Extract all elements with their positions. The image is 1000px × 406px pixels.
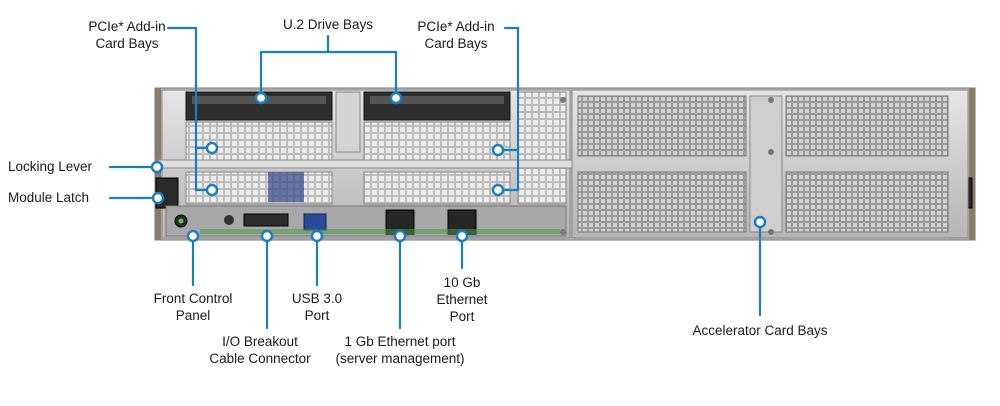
label-module-latch: Module Latch: [8, 190, 90, 205]
label-u2-drive-bays: U.2 Drive Bays: [282, 17, 374, 32]
label-accelerator-card-bays: Accelerator Card Bays: [692, 323, 828, 338]
label-locking-lever: Locking Lever: [8, 159, 93, 174]
dot-front-control: [186, 229, 200, 243]
accelerator-bay-ll: [577, 171, 747, 233]
dot-module-latch: [151, 191, 165, 205]
dot-locking-lever: [150, 160, 164, 174]
callout-pcie-right: [496, 26, 520, 192]
io-breakout-connector-part: [243, 213, 289, 227]
dot-u2-right: [389, 91, 403, 105]
dot-gbe1: [393, 229, 407, 243]
dot-gbe10: [455, 229, 469, 243]
accelerator-bay-ul: [577, 95, 747, 157]
label-gbe1-port: 1 Gb Ethernet port(server management): [335, 334, 465, 366]
callout-pcie-left: [166, 26, 214, 192]
usb-port-part: [303, 213, 327, 231]
dot-usb: [310, 229, 324, 243]
accelerator-bay-lr: [785, 171, 949, 233]
pcie-bay-right-upper: [363, 121, 511, 163]
callout-dots: [150, 91, 767, 243]
dot-io-breakout: [260, 229, 274, 243]
dot-pcie-right-lower: [491, 183, 505, 197]
dot-pcie-left-lower: [205, 183, 219, 197]
callout-u2: [259, 34, 398, 98]
pcie-bay-right-lower: [363, 171, 511, 205]
accelerator-bay-ur: [785, 95, 949, 157]
pcie-bay-left-upper: [185, 121, 333, 163]
dot-pcie-right-upper: [491, 143, 505, 157]
dot-u2-left: [254, 91, 268, 105]
dot-accelerator: [753, 215, 767, 229]
dot-pcie-left-upper: [205, 141, 219, 155]
callout-lines: [108, 26, 762, 330]
